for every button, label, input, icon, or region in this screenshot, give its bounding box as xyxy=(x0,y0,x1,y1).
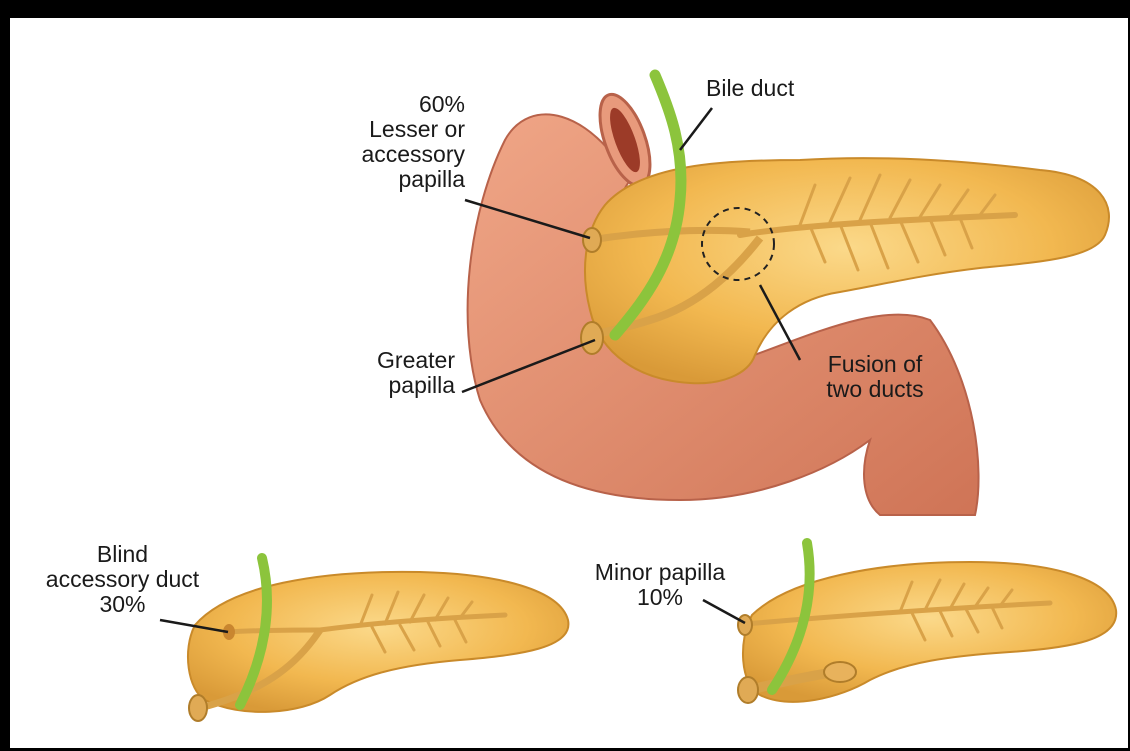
minor-papilla-label: Minor papilla 10% xyxy=(560,560,760,610)
minor-ventral-knob xyxy=(824,662,856,682)
lesser-papilla-marker xyxy=(583,228,601,252)
minor-papilla-marker xyxy=(738,615,752,635)
blind-greater-papilla xyxy=(189,695,207,721)
fusion-label: Fusion of two ducts xyxy=(790,352,960,402)
lesser-papilla-label: 60% Lesser or accessory papilla xyxy=(335,92,465,192)
greater-papilla-marker xyxy=(581,322,603,354)
blind-duct-label: Blind accessory duct 30% xyxy=(15,542,230,617)
bile-duct-label: Bile duct xyxy=(706,76,794,101)
blind-accessory-duct xyxy=(228,630,320,632)
greater-papilla-label: Greater papilla xyxy=(335,348,455,398)
minor-greater-papilla xyxy=(738,677,758,703)
